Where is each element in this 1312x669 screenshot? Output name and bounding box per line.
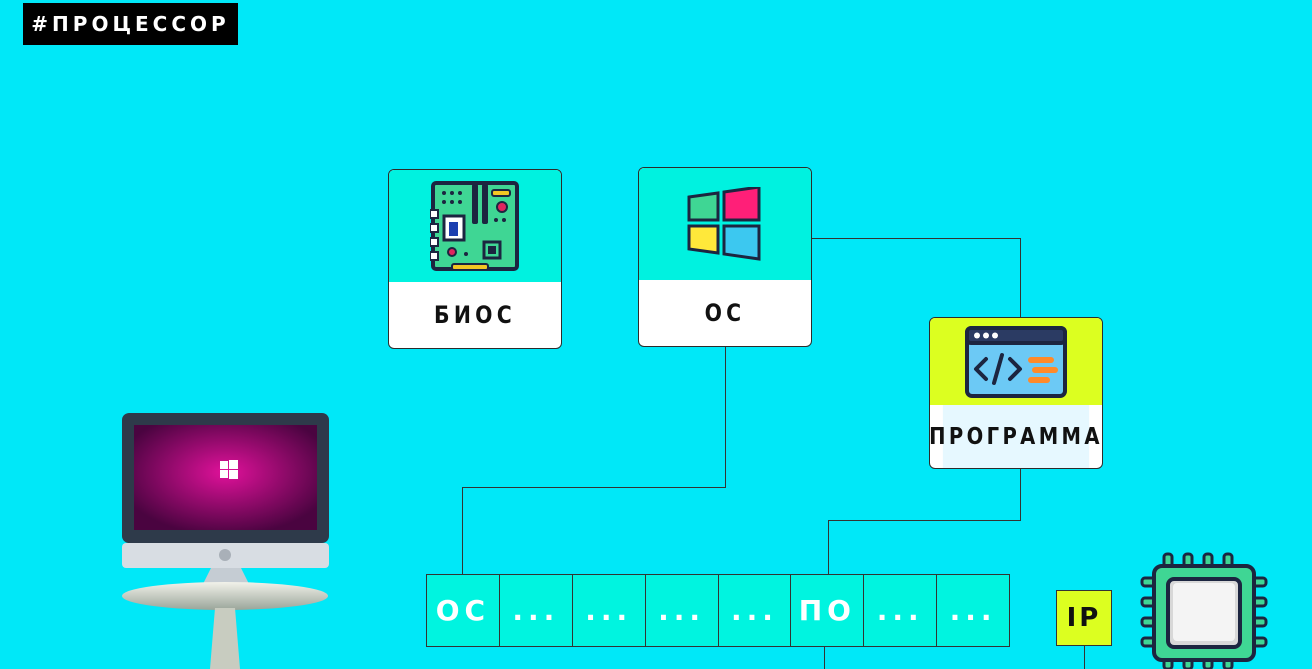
- memory-cells: ОС ... ... ... ... ПО ... ...: [426, 574, 1010, 647]
- program-card: ПРОГРАММА: [929, 317, 1103, 469]
- bios-card: БИОС: [388, 169, 562, 349]
- topic-tag: #ПРОЦЕССОР: [23, 3, 238, 45]
- motherboard-icon: [430, 181, 519, 271]
- wire-ip-down: [1084, 646, 1085, 669]
- wire-cells-down: [824, 647, 825, 669]
- memory-cell: ...: [645, 574, 719, 647]
- memory-cell: ...: [718, 574, 792, 647]
- wire-os-to-program: [1020, 238, 1021, 318]
- os-card-image: [639, 168, 811, 280]
- desktop-computer-icon: [122, 413, 329, 669]
- windows-logo-icon: [220, 460, 238, 479]
- wire-os-right: [810, 238, 1021, 239]
- os-card: ОС: [638, 167, 812, 347]
- os-label: ОС: [704, 299, 746, 327]
- memory-cell: ...: [937, 574, 1010, 647]
- code-window-icon: [965, 325, 1067, 398]
- bios-card-image: [389, 170, 561, 282]
- wire-os-down: [725, 345, 726, 488]
- memory-cell: ОС: [427, 574, 500, 647]
- processor-chip-icon: [1140, 552, 1268, 669]
- program-card-image: [930, 318, 1102, 405]
- memory-cell: ...: [572, 574, 646, 647]
- bios-label: БИОС: [434, 301, 516, 329]
- wire-program-to-cell: [828, 520, 829, 575]
- program-label: ПРОГРАММА: [930, 405, 1100, 468]
- wire-program-left: [828, 520, 1021, 521]
- wire-os-to-cell: [462, 487, 463, 575]
- ip-register: IP: [1056, 590, 1112, 646]
- memory-cell: ПО: [791, 574, 865, 647]
- wire-program-down: [1020, 467, 1021, 521]
- wire-os-left: [462, 487, 726, 488]
- memory-cell: ...: [499, 574, 573, 647]
- windows-logo-icon: [687, 187, 761, 261]
- memory-cell: ...: [864, 574, 938, 647]
